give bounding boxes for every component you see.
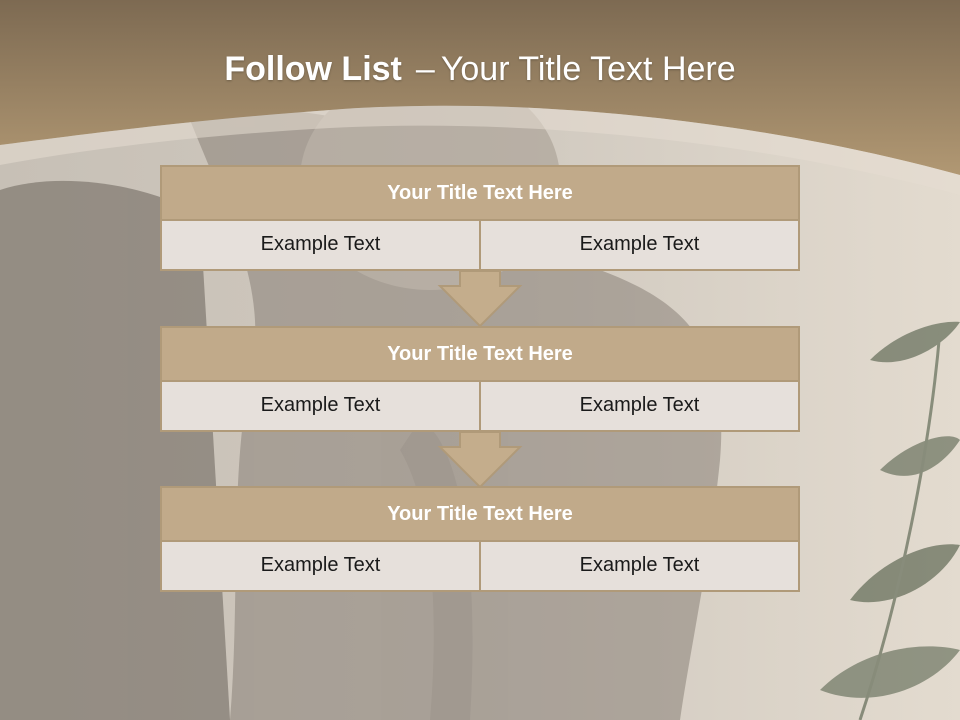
title-bold: Follow List: [224, 50, 402, 88]
list-block-3: Your Title Text Here Example Text Exampl…: [160, 486, 800, 592]
list-block-1: Your Title Text Here Example Text Exampl…: [160, 165, 800, 271]
block-cell-left: Example Text: [260, 394, 381, 416]
block-title: Your Title Text Here: [160, 326, 800, 382]
list-block-2: Your Title Text Here Example Text Exampl…: [160, 326, 800, 432]
block-row: Example Text Example Text: [160, 382, 800, 432]
block-title: Your Title Text Here: [160, 165, 800, 221]
block-row: Example Text Example Text: [160, 221, 800, 271]
block-cell-left: Example Text: [260, 554, 381, 576]
block-cell-right: Example Text: [479, 382, 798, 430]
block-title: Your Title Text Here: [160, 486, 800, 542]
slide-title: Follow List–Your Title Text Here: [0, 50, 960, 89]
block-cell-right: Example Text: [479, 221, 798, 269]
background-plant: [820, 321, 960, 720]
title-separator: –: [415, 50, 435, 88]
down-arrow-icon: [437, 270, 523, 328]
block-row: Example Text Example Text: [160, 542, 800, 592]
header-band: [0, 0, 960, 175]
down-arrow-icon: [437, 431, 523, 489]
block-cell-right: Example Text: [479, 542, 798, 590]
title-rest: Your Title Text Here: [440, 50, 736, 88]
header-curve-highlight: [0, 105, 960, 195]
block-cell-left: Example Text: [260, 233, 381, 255]
